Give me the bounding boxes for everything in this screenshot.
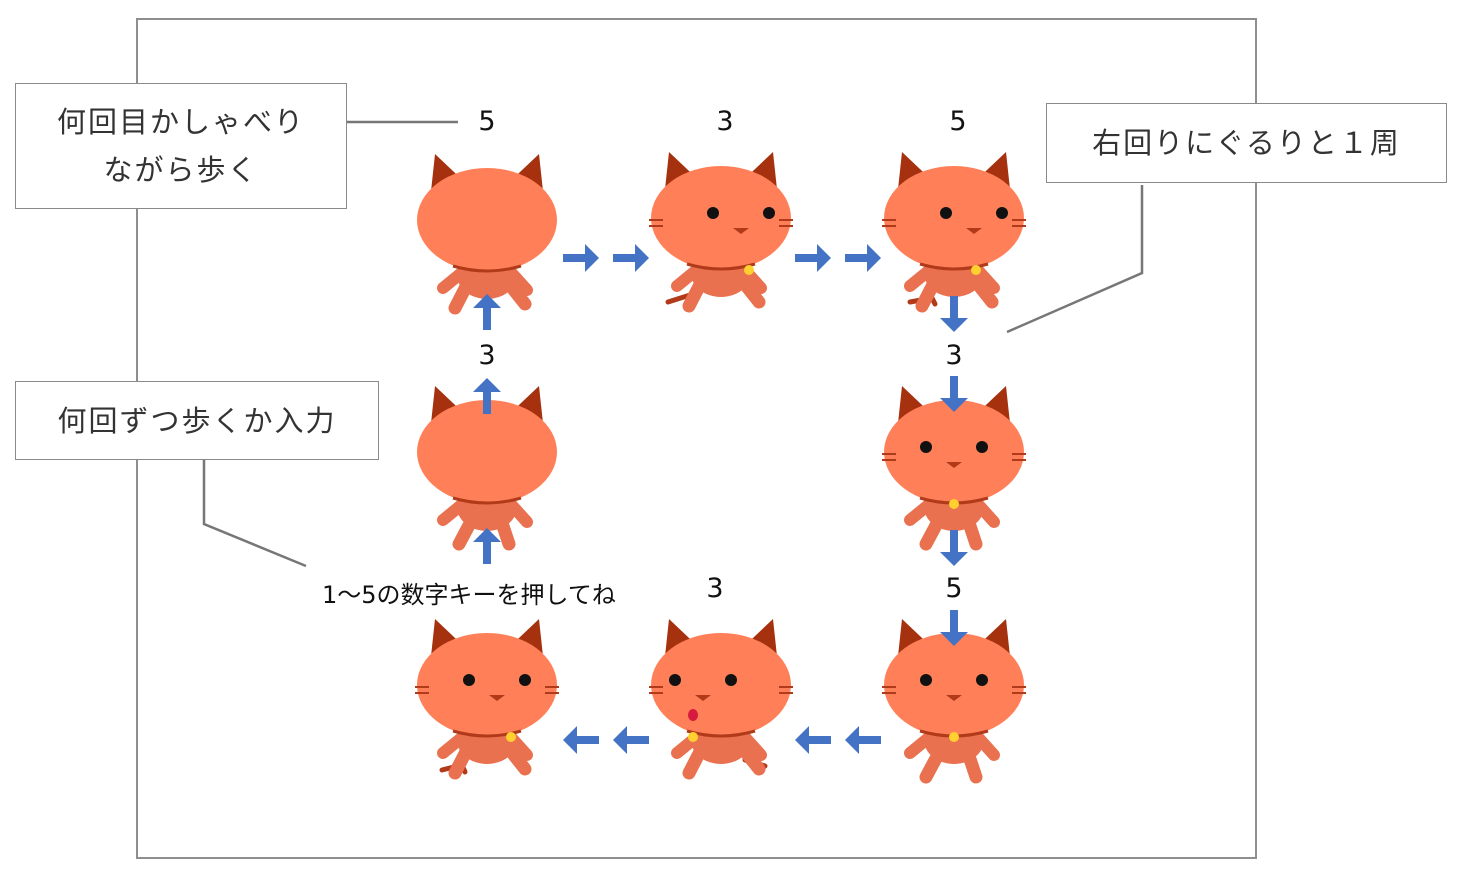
- arrow-up-icon-3: [473, 294, 501, 330]
- count-mid-left: 3: [478, 340, 496, 371]
- count-top-left: 5: [478, 106, 496, 137]
- callout-clockwise: 右回りにぐるりと１周: [1046, 103, 1447, 183]
- arrow-down-icon-4: [940, 610, 968, 646]
- count-bottom-mid: 3: [706, 573, 724, 604]
- count-bottom-right: 5: [945, 573, 963, 604]
- cat-bottom-mid: [649, 619, 793, 780]
- arrow-up-icon-2: [473, 378, 501, 414]
- callout-talk-walk-line1: 何回目かしゃべり: [56, 105, 305, 139]
- count-top-mid: 3: [716, 106, 734, 137]
- leader-line-input-count: [202, 460, 307, 568]
- arrow-left-icon-4: [563, 726, 599, 754]
- arrow-down-icon-1: [940, 296, 968, 332]
- cat-mid-left: [417, 386, 557, 551]
- cat-top-mid: [649, 152, 793, 313]
- callout-input-count-text: 何回ずつ歩くか入力: [57, 403, 337, 438]
- arrow-left-icon-2: [795, 726, 831, 754]
- cat-mid-right: [882, 386, 1026, 551]
- arrow-left-icon-3: [613, 726, 649, 754]
- arrow-up-icon-1: [473, 528, 501, 564]
- callout-clockwise-text: 右回りにぐるりと１周: [1092, 126, 1401, 160]
- count-top-right: 5: [949, 106, 967, 137]
- count-mid-right: 3: [945, 340, 963, 371]
- callout-talk-walk: 何回目かしゃべり ながら歩く: [15, 83, 347, 209]
- arrow-down-icon-3: [940, 530, 968, 566]
- arrow-left-icon-1: [845, 726, 881, 754]
- leader-line-clockwise: [1006, 185, 1144, 334]
- arrow-right-icon-1: [563, 244, 599, 272]
- arrow-right-icon-3: [795, 244, 831, 272]
- cat-bottom-left: [415, 619, 559, 780]
- cat-top-left: [417, 154, 557, 315]
- cat-bottom-right: [882, 619, 1026, 784]
- key-prompt: 1〜5の数字キーを押してね: [322, 581, 616, 609]
- callout-talk-walk-line2: ながら歩く: [103, 153, 259, 187]
- arrow-down-icon-2: [940, 376, 968, 412]
- callout-input-count: 何回ずつ歩くか入力: [15, 381, 379, 460]
- cat-top-right: [882, 152, 1026, 313]
- arrow-right-icon-2: [613, 244, 649, 272]
- arrow-right-icon-4: [845, 244, 881, 272]
